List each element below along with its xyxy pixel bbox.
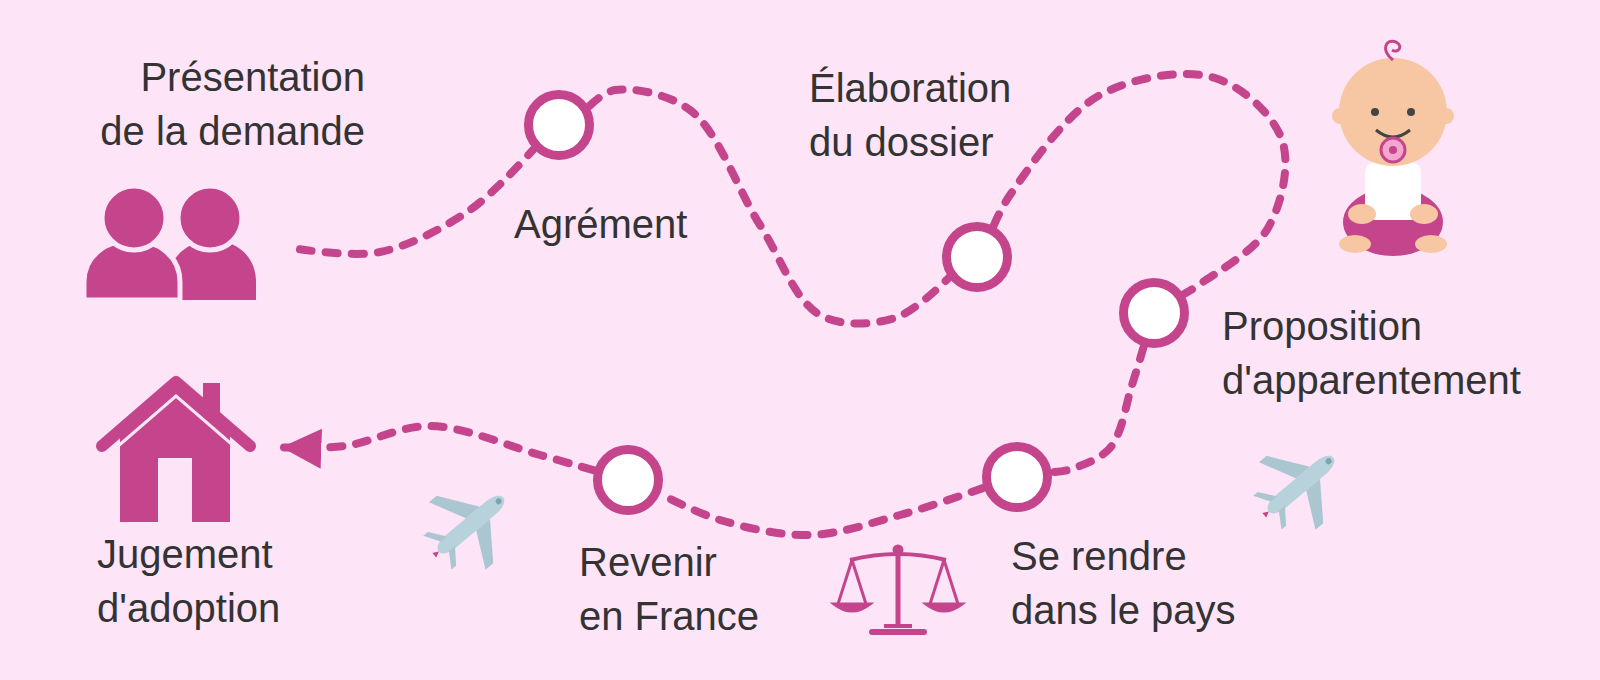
step-label: Se rendre dans le pays xyxy=(1011,529,1251,637)
scales-icon xyxy=(834,546,962,632)
step-label: Élaboration du dossier xyxy=(809,61,1044,169)
step-circle: Agrément xyxy=(524,90,594,160)
baby-illustration xyxy=(1332,41,1454,256)
house-icon xyxy=(95,375,258,525)
house-icon-node: Jugement d'adoption xyxy=(95,375,258,525)
step-label: Agrément xyxy=(514,197,754,251)
dashed-connector xyxy=(994,74,1285,294)
step-label: Présentation de la demande xyxy=(93,50,365,158)
step-circle: Proposition d'apparentement xyxy=(1119,278,1189,348)
step-circle: Revenir en France xyxy=(593,445,663,515)
plane-icon xyxy=(1236,424,1362,549)
dashed-connector xyxy=(1053,347,1144,472)
step-label: Revenir en France xyxy=(579,535,765,643)
step-label: Jugement d'adoption xyxy=(97,527,297,635)
step-circle: Élaboration du dossier xyxy=(942,222,1012,292)
people-icon xyxy=(82,185,262,305)
dashed-connector xyxy=(661,488,983,535)
step-label: Proposition d'apparentement xyxy=(1222,299,1532,407)
step-circle: Se rendre dans le pays xyxy=(982,442,1052,512)
dashed-connector xyxy=(284,426,593,470)
plane-icon xyxy=(406,464,532,589)
people-icon-node: Présentation de la demande xyxy=(82,185,262,305)
dashed-connector xyxy=(300,150,533,254)
